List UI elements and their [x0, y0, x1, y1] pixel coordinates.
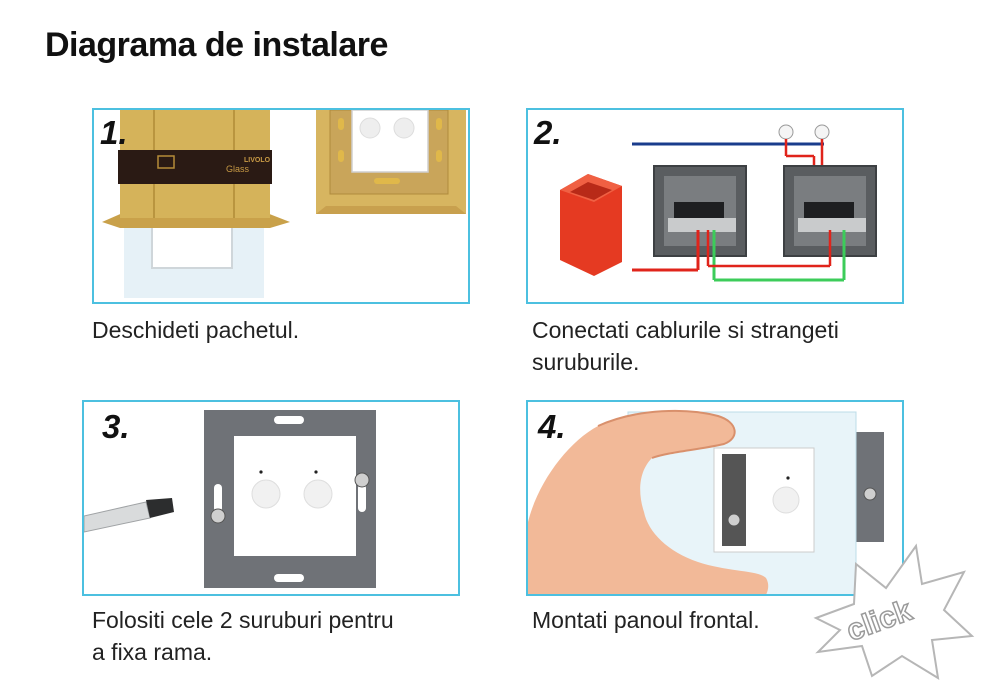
package-illustration: Glass LIVOLO: [102, 110, 466, 298]
step-3-number: 3.: [102, 408, 130, 445]
step-1-number: 1.: [100, 114, 128, 151]
step-4-caption: Montati panoul frontal.: [532, 607, 760, 633]
step-2-panel: 2.: [526, 108, 904, 304]
step-2-number: 2.: [534, 114, 562, 151]
step-3-panel: 3.: [82, 400, 460, 596]
step-2-caption: Conectati cablurile si strangeti surubur…: [532, 314, 839, 378]
step-2-caption-line-2: suruburile.: [532, 349, 640, 375]
step-3-caption-line-2: a fixa rama.: [92, 639, 213, 665]
step-4-number: 4.: [538, 408, 566, 445]
step-3-caption: Folositi cele 2 suruburi pentru a fixa r…: [92, 604, 394, 668]
package-product-text: Glass: [226, 164, 250, 174]
click-burst: click: [813, 543, 975, 680]
wiring-illustration: [560, 124, 877, 282]
step-3-caption-line-1: Folositi cele 2 suruburi pentru: [92, 607, 394, 633]
step-2-caption-line-1: Conectati cablurile si strangeti: [532, 317, 839, 343]
step-4-panel: 4.: [526, 400, 904, 596]
page-title: Diagrama de instalare: [45, 26, 388, 64]
step-1-panel: 1. Glass LIVOLO: [92, 108, 470, 304]
step-1-caption: Deschideti pachetul.: [92, 317, 300, 343]
package-brand-text: LIVOLO: [244, 157, 271, 164]
front-panel-illustration: [528, 409, 884, 594]
frame-screwdriver-illustration: [84, 410, 376, 588]
